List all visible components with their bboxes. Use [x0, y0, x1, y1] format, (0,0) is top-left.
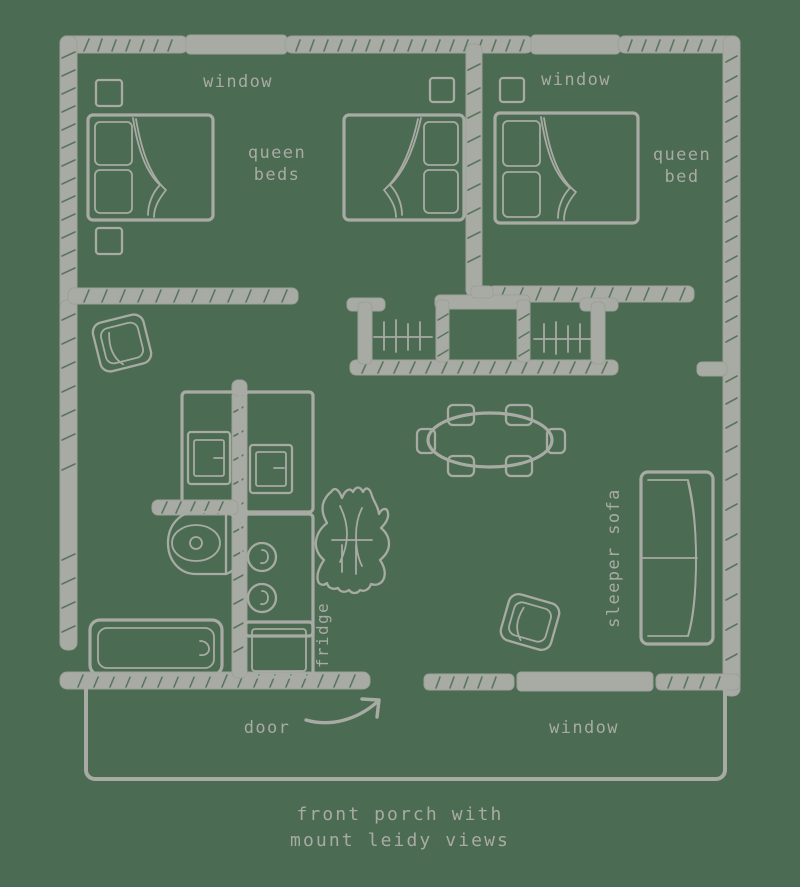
- refrigerator: [243, 620, 315, 679]
- front-porch-outline: [84, 684, 727, 781]
- sleeper-sofa: [639, 470, 715, 646]
- fireplace-wall: [346, 285, 619, 376]
- bedroom-left-furniture: [86, 78, 215, 256]
- wall-hatch-right: [725, 55, 738, 661]
- queen-bed-3: [493, 111, 640, 225]
- ottoman-1: [91, 313, 153, 373]
- ottoman-2: [499, 592, 561, 652]
- bookshelf-right-books: [533, 321, 593, 355]
- kitchen-bath-core: [88, 379, 315, 679]
- wall-hatch-bedroom-left-bottom: [83, 289, 288, 303]
- label-queen-bed: queen bed: [652, 145, 712, 187]
- toilet: [166, 510, 244, 576]
- hide-rug: [314, 486, 391, 595]
- kitchen-sink: [243, 512, 315, 638]
- wall-hatch-bedroom-right-bottom: [499, 287, 686, 301]
- kitchen-counter-left: [180, 390, 242, 512]
- window-top-2: [530, 34, 621, 55]
- wall-hatch-bottom-right-a: [435, 676, 497, 689]
- kitchen-appliance-small: [248, 443, 294, 495]
- dining-chair-1: [446, 403, 476, 427]
- label-sleeper-sofa: sleeper sofa: [604, 488, 624, 628]
- wall-hatch-left-middle: [61, 313, 76, 633]
- bookshelf-left-post: [357, 301, 373, 365]
- bookshelf-left-books: [373, 319, 433, 353]
- wall-stub-right: [696, 361, 728, 377]
- fireplace-hearth-hatch: [361, 361, 608, 374]
- dining-chair-5: [415, 427, 437, 455]
- label-queen-beds: queen beds: [247, 143, 307, 185]
- window-top-1: [185, 34, 288, 55]
- wall-hatch-left-upper: [61, 51, 76, 275]
- dining-chair-6: [545, 427, 567, 455]
- label-window-bottom: window: [549, 718, 619, 738]
- wall-bedroom-left-bottom: [67, 287, 299, 305]
- bathtub: [88, 618, 224, 677]
- label-door: door: [243, 718, 291, 738]
- label-window-top-right: window: [541, 70, 611, 90]
- fireplace-flue: [470, 285, 494, 299]
- bedroom-center-furniture: [342, 76, 466, 222]
- wall-hatch-bottom-left: [77, 674, 356, 688]
- bedroom-right-furniture: [493, 76, 640, 225]
- fireplace-hearth: [349, 359, 619, 376]
- plan-caption: front porch with mount leidy views: [290, 804, 510, 852]
- label-window-top-left: window: [203, 72, 273, 92]
- nightstand-center: [428, 76, 456, 104]
- kitchen-peninsula-hatch: [161, 501, 224, 514]
- wall-left-middle: [59, 299, 78, 651]
- wall-top-right: [617, 35, 741, 54]
- dining-chair-2: [504, 403, 534, 427]
- dining-table: [415, 403, 567, 478]
- fireplace-side-hatch: [437, 313, 530, 357]
- nightstand-1: [94, 78, 124, 108]
- queen-bed-2: [342, 113, 466, 222]
- queen-bed-1: [86, 113, 215, 222]
- wall-hatch-bottom-right-b: [667, 676, 721, 689]
- interior-walls: [67, 43, 695, 305]
- dining-chair-4: [504, 454, 534, 478]
- stove-range: [186, 430, 232, 486]
- label-fridge: fridge: [313, 601, 332, 669]
- dining-chair-3: [446, 454, 476, 478]
- wall-hatch-top-right: [627, 39, 731, 52]
- kitchen-counter-right: [243, 390, 315, 514]
- entry-door-arrow: [304, 697, 381, 725]
- wall-hatch-bedroom-divider: [467, 63, 481, 263]
- window-bottom: [516, 671, 654, 692]
- bookshelf-right-post: [590, 301, 606, 365]
- nightstand-2: [94, 226, 124, 256]
- nightstand-3: [498, 76, 526, 104]
- wall-bottom-right-a: [423, 673, 515, 691]
